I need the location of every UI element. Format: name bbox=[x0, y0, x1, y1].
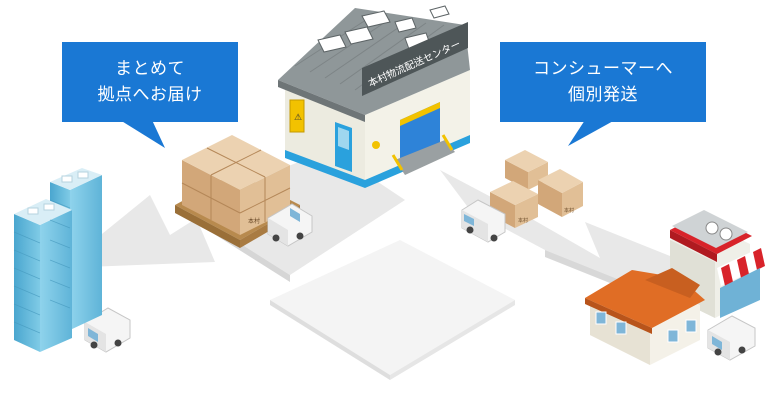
center-floor bbox=[270, 240, 515, 375]
house bbox=[585, 268, 705, 365]
truck-left bbox=[84, 307, 131, 353]
bubble-right-shape bbox=[500, 42, 706, 146]
truck-center-right bbox=[461, 199, 506, 243]
svg-text:⚠: ⚠ bbox=[294, 113, 302, 123]
svg-text:本村: 本村 bbox=[564, 207, 574, 214]
bubble-left-line1: まとめて bbox=[115, 59, 185, 79]
distribution-arrows bbox=[60, 150, 700, 380]
bubble-right: コンシューマーへ 個別発送 bbox=[500, 56, 706, 108]
shop bbox=[670, 210, 772, 318]
svg-text:本村: 本村 bbox=[518, 217, 528, 224]
parcel-boxes: 本村 本村 bbox=[490, 150, 583, 228]
bubble-left-line2: 拠点へお届け bbox=[97, 85, 203, 105]
warehouse: 本村物流配送センター ⚠ bbox=[278, 5, 470, 188]
truck-right bbox=[707, 315, 756, 361]
bubble-right-line2: 個別発送 bbox=[568, 85, 638, 105]
office-towers bbox=[13, 168, 102, 352]
warehouse-sign-board bbox=[362, 22, 468, 96]
bubble-right-line1: コンシューマーへ bbox=[533, 59, 673, 79]
right-arrow bbox=[440, 170, 700, 300]
electric-box bbox=[289, 99, 305, 133]
bubble-left-shape bbox=[62, 42, 238, 148]
truck-center-left bbox=[267, 203, 313, 247]
box-stamp: 本村 bbox=[248, 217, 260, 225]
bubble-left: まとめて 拠点へお届け bbox=[62, 56, 238, 108]
